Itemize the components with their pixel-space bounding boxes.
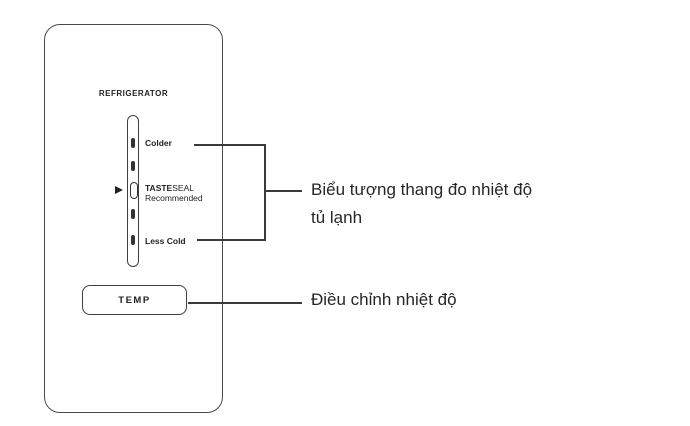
callout-bracket <box>264 144 267 241</box>
scale-tick-1 <box>131 138 135 148</box>
panel-title: REFRIGERATOR <box>98 89 169 98</box>
callout-line-temp <box>188 302 302 304</box>
temp-button-label: TEMP <box>118 294 151 306</box>
tasteseal-label: TASTESEAL <box>145 183 203 193</box>
scale-callout-line2: tủ lạnh <box>311 208 363 227</box>
tasteseal-label-bold: TASTE <box>145 183 173 193</box>
callout-line-colder <box>194 144 266 146</box>
scale-tick-4 <box>131 209 135 219</box>
scale-tick-5 <box>131 235 135 245</box>
scale-callout-text: Biểu tượng thang đo nhiệt độ tủ lạnh <box>311 176 532 232</box>
scale-callout-line1: Biểu tượng thang đo nhiệt độ <box>311 180 533 199</box>
temp-button[interactable]: TEMP <box>82 285 187 315</box>
recommended-label: Recommended <box>145 193 203 203</box>
current-setting-pointer-icon <box>115 186 123 194</box>
less-cold-label: Less Cold <box>145 236 186 246</box>
colder-label: Colder <box>145 138 172 148</box>
temp-callout-text: Điều chỉnh nhiệt độ <box>311 290 457 309</box>
scale-tick-2 <box>131 161 135 171</box>
tasteseal-recommended-label: TASTESEAL Recommended <box>145 183 203 203</box>
tasteseal-label-rest: SEAL <box>172 183 194 193</box>
scale-tick-recommended <box>130 182 138 199</box>
callout-line-scale <box>266 190 302 192</box>
callout-line-less-cold <box>197 239 266 241</box>
